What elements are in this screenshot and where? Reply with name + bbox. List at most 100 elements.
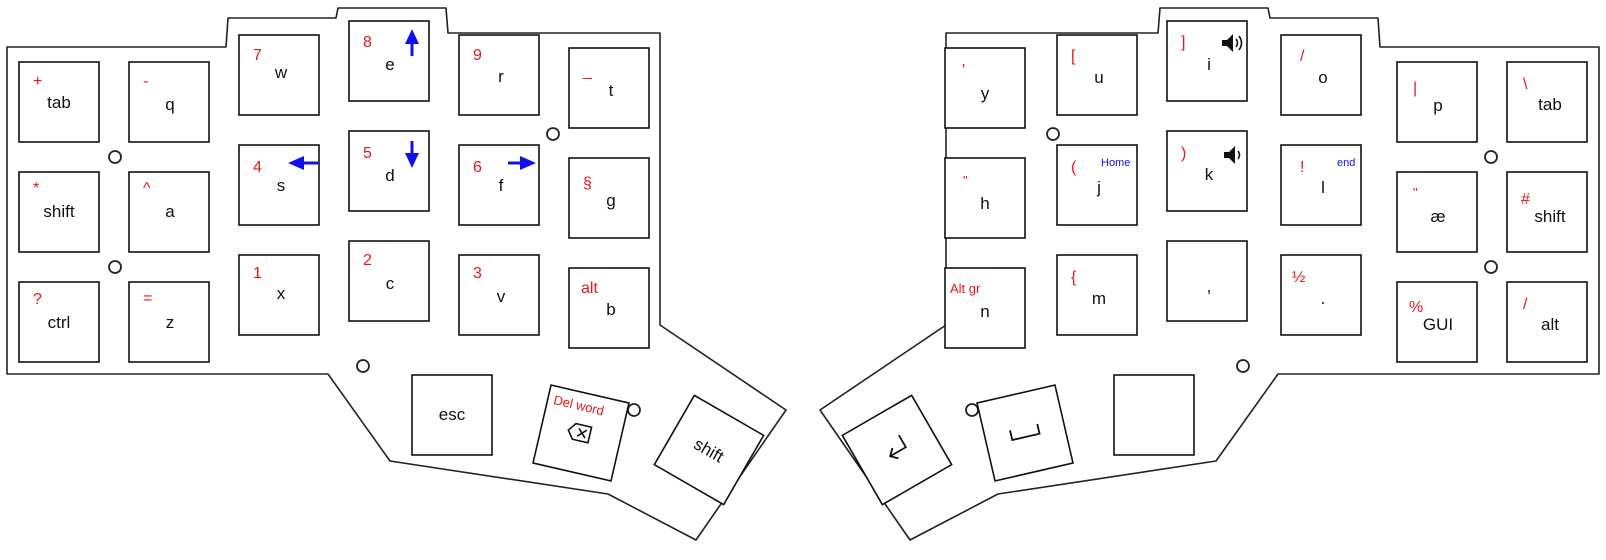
key-alt-right: / alt (1506, 281, 1588, 363)
base-label: h (980, 194, 989, 213)
key-tab-left: + tab (18, 61, 100, 143)
layer-label: 5 (363, 145, 372, 162)
key-ae: " æ (1396, 171, 1478, 253)
mounting-hole (1046, 127, 1060, 141)
layer-label: [ (1071, 48, 1076, 65)
nav-label: Home (1101, 157, 1130, 169)
key-l: ! end l (1280, 144, 1362, 226)
base-label: a (165, 202, 175, 221)
key-shift-right: # shift (1506, 171, 1588, 253)
layer-label: 3 (473, 265, 482, 282)
key-r: 9 r (458, 34, 540, 116)
key-e: 8 e (348, 20, 430, 102)
key-b: alt b (568, 267, 650, 349)
layer-label: § (583, 175, 592, 192)
layer-label: alt (581, 280, 598, 297)
key-d: 5 d (348, 130, 430, 212)
layer-label: " (1413, 185, 1418, 200)
layer-label: { (1071, 269, 1077, 286)
layer-label: - (143, 73, 148, 90)
base-label: p (1433, 96, 1442, 115)
key-p: | p (1396, 61, 1478, 143)
key-ctrl: ? ctrl (18, 281, 100, 363)
layer-label: | (1413, 80, 1417, 97)
layer-label: + (33, 73, 42, 90)
base-label: k (1205, 165, 1214, 184)
layer-label: ! (1300, 159, 1304, 176)
key-c: 2 c (348, 240, 430, 322)
key-space (976, 384, 1074, 482)
mounting-holes (108, 127, 1498, 417)
layer-label: / (1300, 48, 1305, 65)
key-x: 1 x (238, 254, 320, 336)
base-label: d (385, 166, 394, 185)
mounting-hole (546, 127, 560, 141)
up-arrow-icon (405, 29, 419, 56)
key-blank-thumb (1113, 374, 1195, 456)
key-tab-right: \ tab (1506, 61, 1588, 143)
base-label: x (277, 284, 286, 303)
base-label: f (499, 176, 504, 195)
mounting-hole (108, 150, 122, 164)
layer-label: ½ (1292, 269, 1305, 286)
key-s: 4 s (238, 144, 320, 226)
base-label: ctrl (48, 313, 71, 332)
base-label: tab (1538, 95, 1562, 114)
base-label: u (1094, 68, 1103, 87)
mounting-hole (356, 359, 370, 373)
key-g: § g (568, 157, 650, 239)
mounting-hole (1484, 260, 1498, 274)
layer-label: 1 (253, 265, 262, 282)
layer-label: % (1409, 299, 1423, 316)
base-label: m (1092, 289, 1106, 308)
layer-label: " (963, 173, 968, 188)
base-label: shift (1534, 207, 1565, 226)
base-label: esc (439, 405, 466, 424)
base-label: g (606, 191, 615, 210)
left-thumb-cluster: esc Del word shift (411, 374, 765, 506)
key-n: Alt gr n (944, 267, 1026, 349)
base-label: . (1321, 289, 1326, 308)
base-label: æ (1430, 207, 1445, 226)
key-comma: , (1166, 240, 1248, 322)
base-label: s (277, 176, 286, 195)
base-label: e (385, 55, 394, 74)
base-label: q (165, 95, 174, 114)
key-j: ( Home j (1056, 144, 1138, 226)
mounting-hole (108, 260, 122, 274)
base-label: l (1321, 178, 1325, 197)
key-i: ] i (1166, 20, 1248, 102)
base-label: o (1318, 68, 1327, 87)
down-arrow-icon (405, 141, 419, 168)
base-label: b (606, 300, 615, 319)
key-u: [ u (1056, 34, 1138, 116)
mounting-hole (1236, 359, 1250, 373)
enter-icon (889, 434, 908, 460)
base-label: n (980, 302, 989, 321)
layer-label: 7 (253, 47, 262, 64)
base-label: alt (1541, 315, 1559, 334)
mounting-hole (627, 403, 641, 417)
layer-label: ) (1181, 145, 1186, 162)
layer-label: * (33, 180, 39, 197)
key-shift-left: * shift (18, 171, 100, 253)
mounting-hole (1484, 150, 1498, 164)
layer-label: 2 (363, 252, 372, 269)
base-label: v (497, 287, 506, 306)
base-label: GUI (1423, 315, 1453, 334)
layer-label: ] (1181, 34, 1185, 51)
key-v: 3 v (458, 254, 540, 336)
base-label: c (386, 274, 395, 293)
key-t: _ t (568, 47, 650, 129)
layer-label: # (1521, 191, 1530, 208)
layer-label: ? (33, 291, 42, 308)
left-keys: + tab - q 7 w 8 e 9 r _ (18, 20, 650, 363)
layer-label: ^ (143, 180, 151, 197)
key-y: ' y (944, 47, 1026, 129)
key-z: = z (128, 281, 210, 363)
base-label: t (609, 81, 614, 100)
key-o: / o (1280, 34, 1362, 116)
mounting-hole (965, 403, 979, 417)
volume-up-icon (1222, 34, 1243, 52)
